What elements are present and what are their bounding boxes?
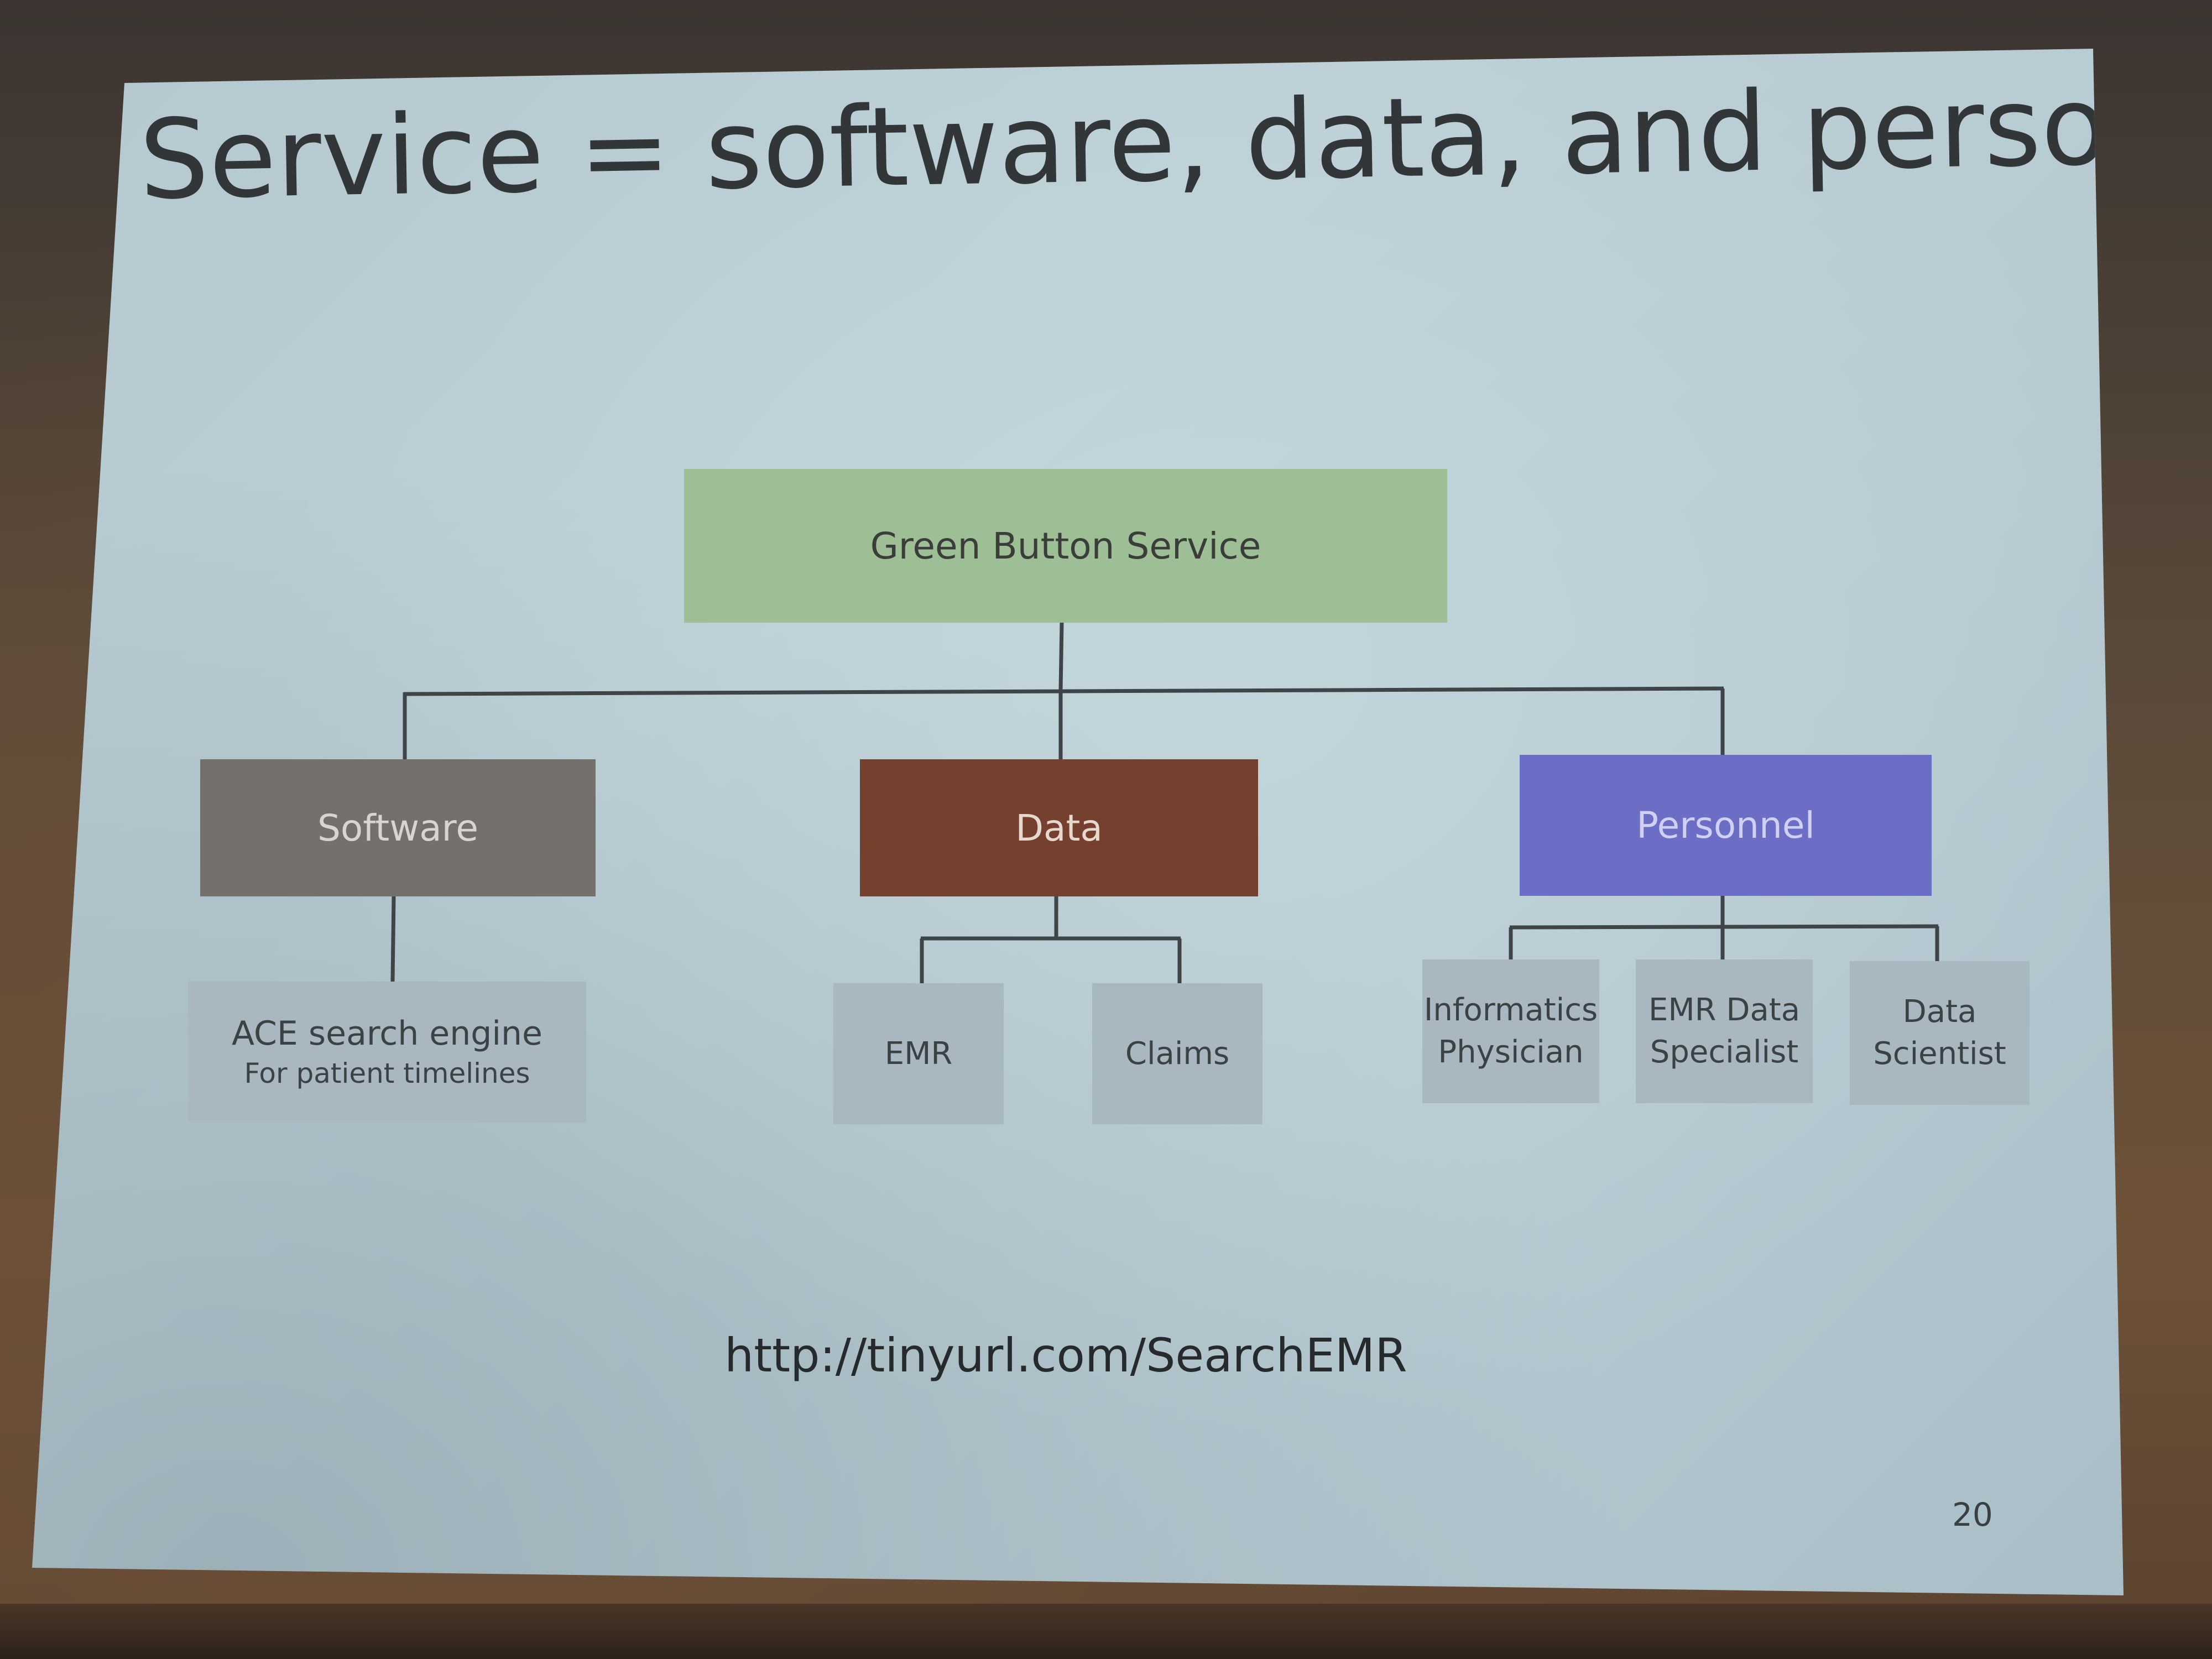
leaf-node-title: Data Scientist xyxy=(1873,994,2006,1072)
leaf-node-title: ACE search engine xyxy=(232,1014,542,1053)
leaf-node-title: EMR xyxy=(884,1035,953,1072)
slide-url-link: http://tinyurl.com/SearchEMR xyxy=(724,1328,1407,1383)
branch-node-label: Software xyxy=(317,806,478,849)
root-node-label: Green Button Service xyxy=(870,524,1261,567)
branch-node-software: Software xyxy=(200,759,596,896)
leaf-node-title: Claims xyxy=(1125,1035,1230,1072)
leaf-node-claims: Claims xyxy=(1092,983,1262,1124)
connector-branch-bar xyxy=(403,686,1724,696)
branch-node-label: Personnel xyxy=(1636,804,1815,847)
connector-root-down xyxy=(1058,622,1064,691)
leaf-node-subtitle: For patient timelines xyxy=(244,1057,530,1089)
leaf-node-data-scientist: Data Scientist xyxy=(1850,961,2030,1105)
connector-software-to-ace xyxy=(390,896,396,982)
branch-node-label: Data xyxy=(1015,806,1103,849)
branch-node-data: Data xyxy=(860,759,1258,896)
leaf-node-informatics-physician: Informatics Physician xyxy=(1422,959,1599,1103)
slide-page-number: 20 xyxy=(1952,1496,1993,1533)
room-floor xyxy=(0,1604,2212,1659)
leaf-node-title: Informatics Physician xyxy=(1423,992,1598,1070)
leaf-node-ace-search-engine: ACE search engine For patient timelines xyxy=(188,982,586,1123)
root-node-green-button-service: Green Button Service xyxy=(684,469,1447,623)
leaf-node-emr-data-specialist: EMR Data Specialist xyxy=(1636,959,1813,1103)
leaf-node-emr: EMR xyxy=(833,983,1004,1124)
leaf-node-title: EMR Data Specialist xyxy=(1648,992,1801,1070)
branch-node-personnel: Personnel xyxy=(1520,755,1932,896)
